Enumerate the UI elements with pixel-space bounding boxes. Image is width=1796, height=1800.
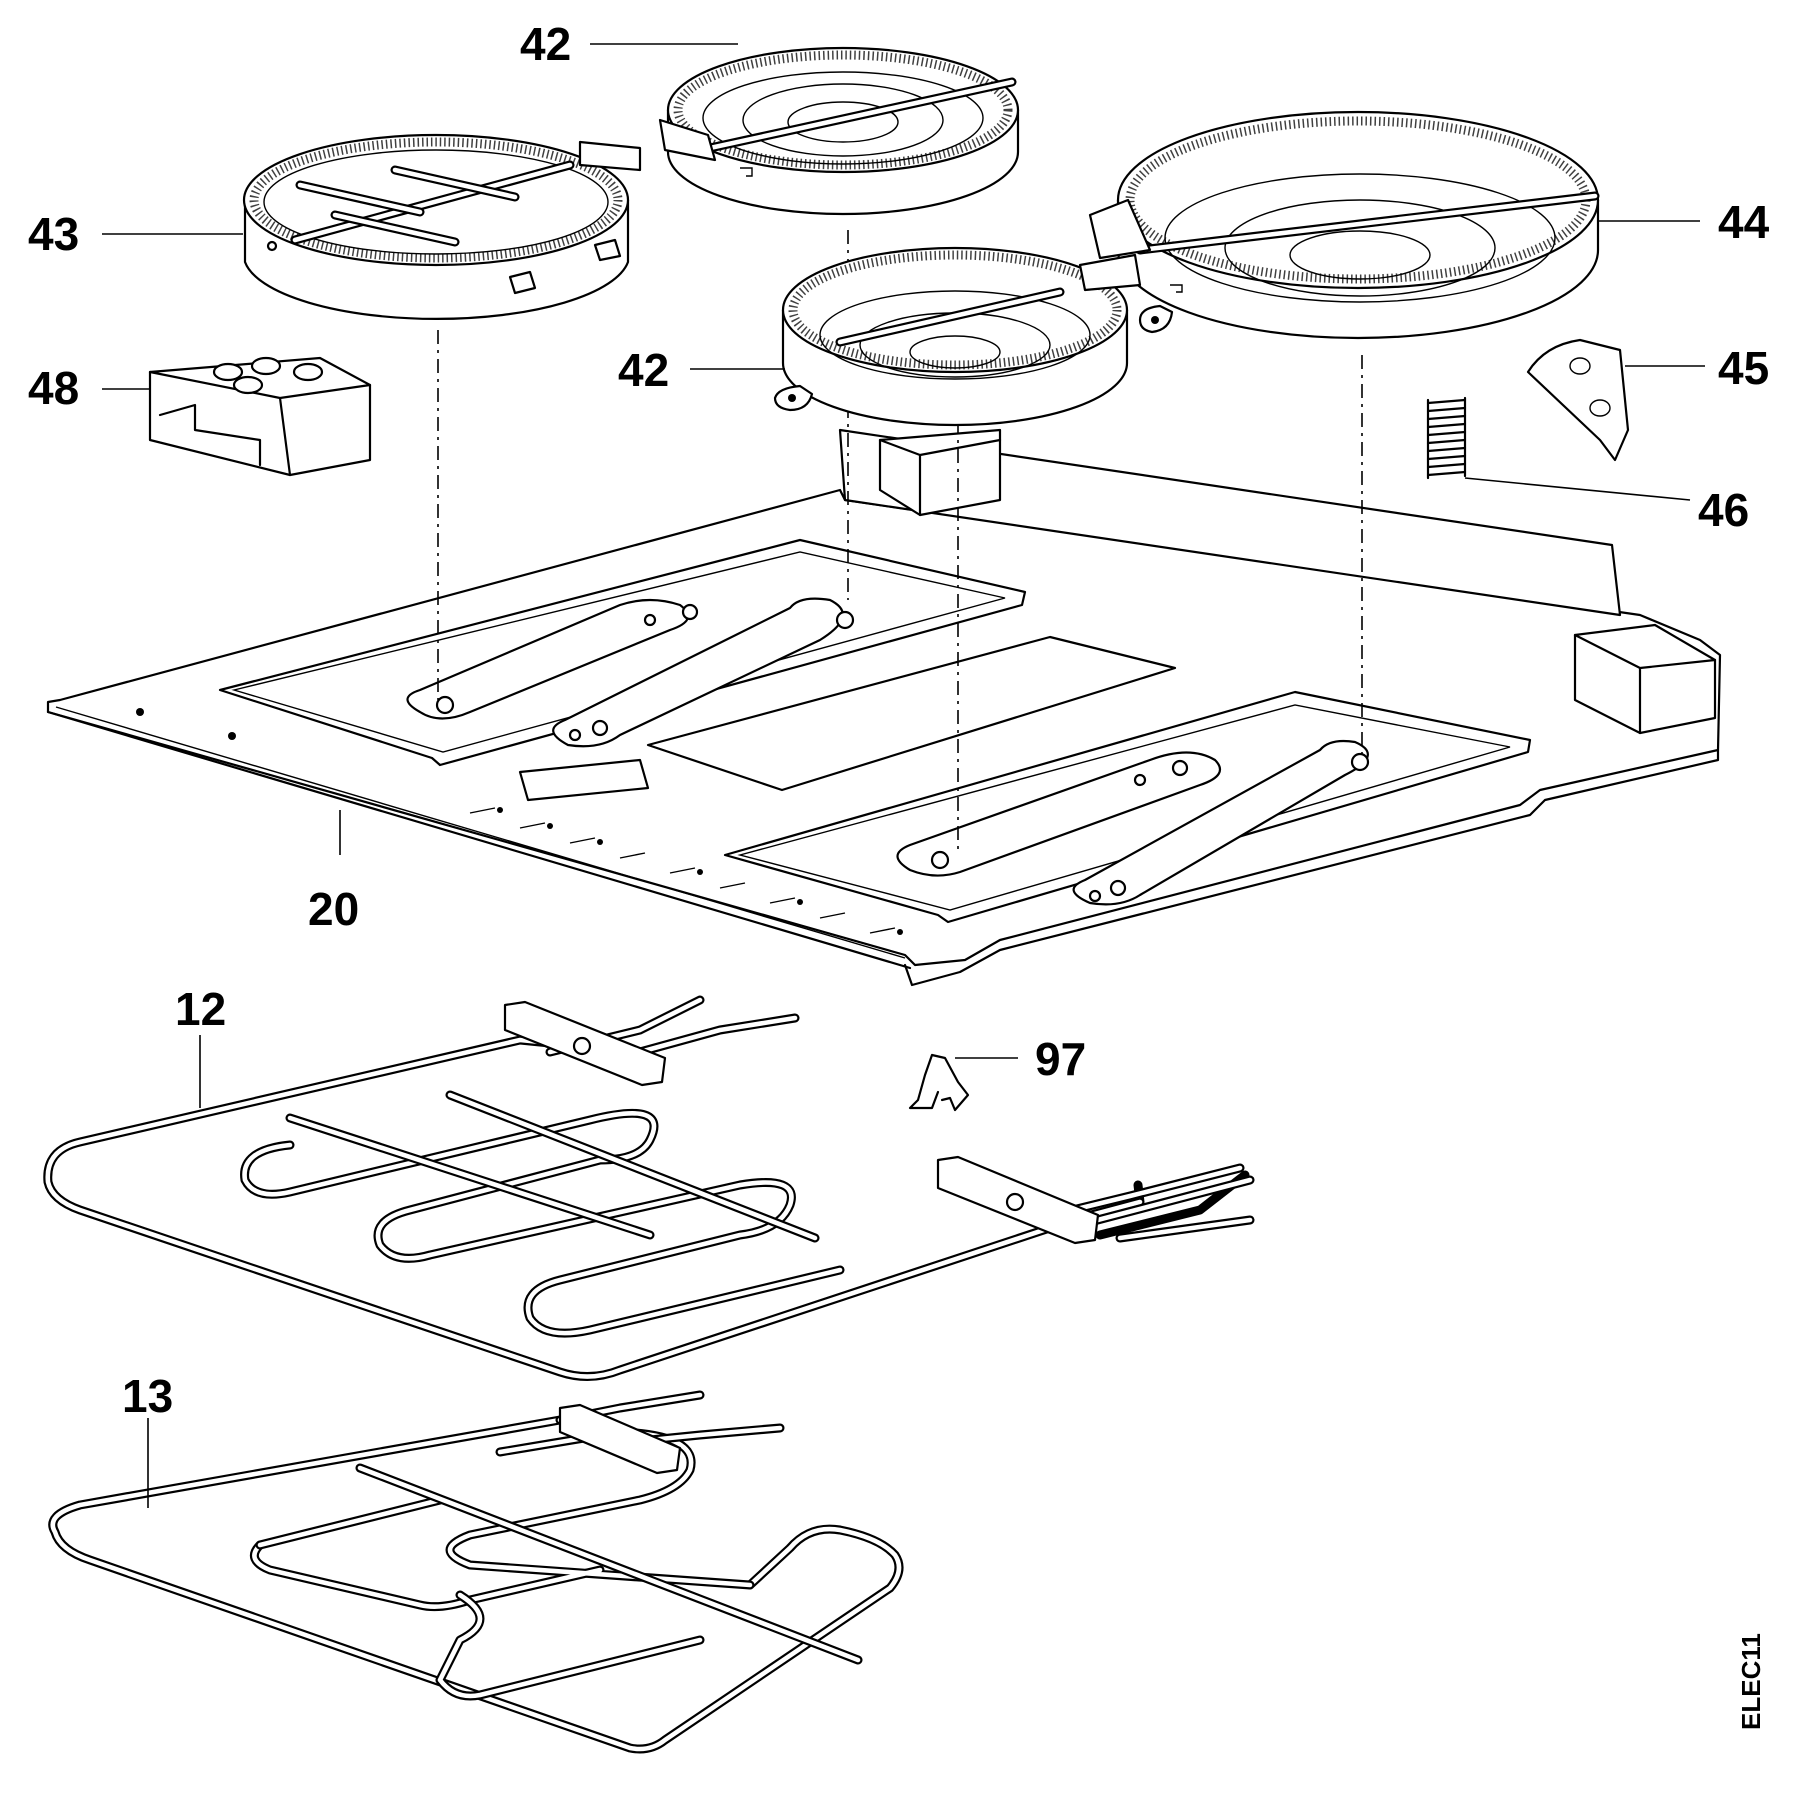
bracket-45 [1526,338,1630,462]
hotplate-44 [1078,110,1600,340]
callouts: 42 43 44 48 42 45 46 20 12 97 13 ELEC11 [28,18,1770,1730]
callout-46: 46 [1698,484,1749,536]
clip-97 [908,1053,970,1112]
callout-48: 48 [28,362,79,414]
callout-44: 44 [1718,196,1770,248]
spring-46 [1425,396,1467,480]
callout-20: 20 [308,883,359,935]
terminal-block-48 [148,356,372,477]
diagram-code: ELEC11 [1736,1633,1766,1730]
hotplate-42-top [658,46,1020,216]
heating-element-12 [43,995,1255,1381]
callout-45: 45 [1718,342,1769,394]
hotplate-43 [242,133,642,320]
heating-element-13 [48,1390,904,1754]
hotplate-42-middle [773,246,1129,427]
leader-lines [102,43,1705,1508]
callout-97: 97 [1035,1033,1086,1085]
base-plate [46,428,1722,987]
callout-12: 12 [175,983,226,1035]
callout-42-middle: 42 [618,344,669,396]
callout-43: 43 [28,208,79,260]
callout-13: 13 [122,1370,173,1422]
callout-42-top: 42 [520,18,571,70]
